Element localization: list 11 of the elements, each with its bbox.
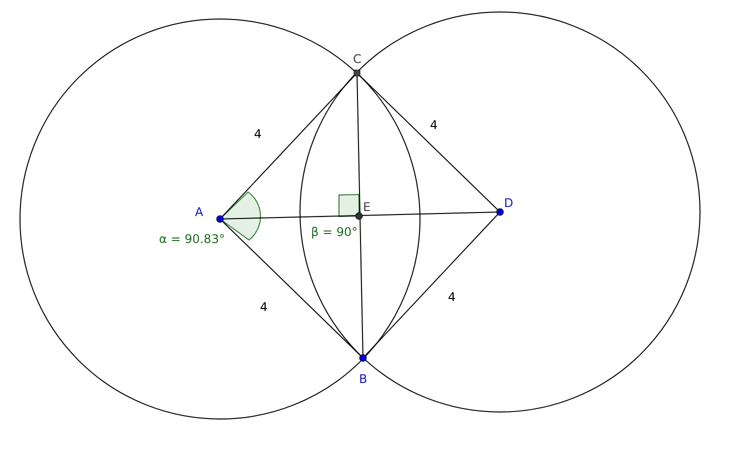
side-length-label: 4 — [260, 300, 268, 314]
side-length-label: 4 — [430, 118, 438, 132]
point-label: D — [504, 196, 514, 210]
point-label: B — [359, 372, 368, 386]
point-label: E — [363, 200, 371, 214]
side-length-label: 4 — [448, 290, 456, 304]
angle-measure-label: β = 90° — [311, 225, 358, 239]
side-length-label: 4 — [254, 127, 262, 141]
point-label: C — [353, 52, 362, 66]
point-label: A — [195, 205, 204, 219]
angle-measure-label: α = 90.83° — [159, 232, 225, 246]
